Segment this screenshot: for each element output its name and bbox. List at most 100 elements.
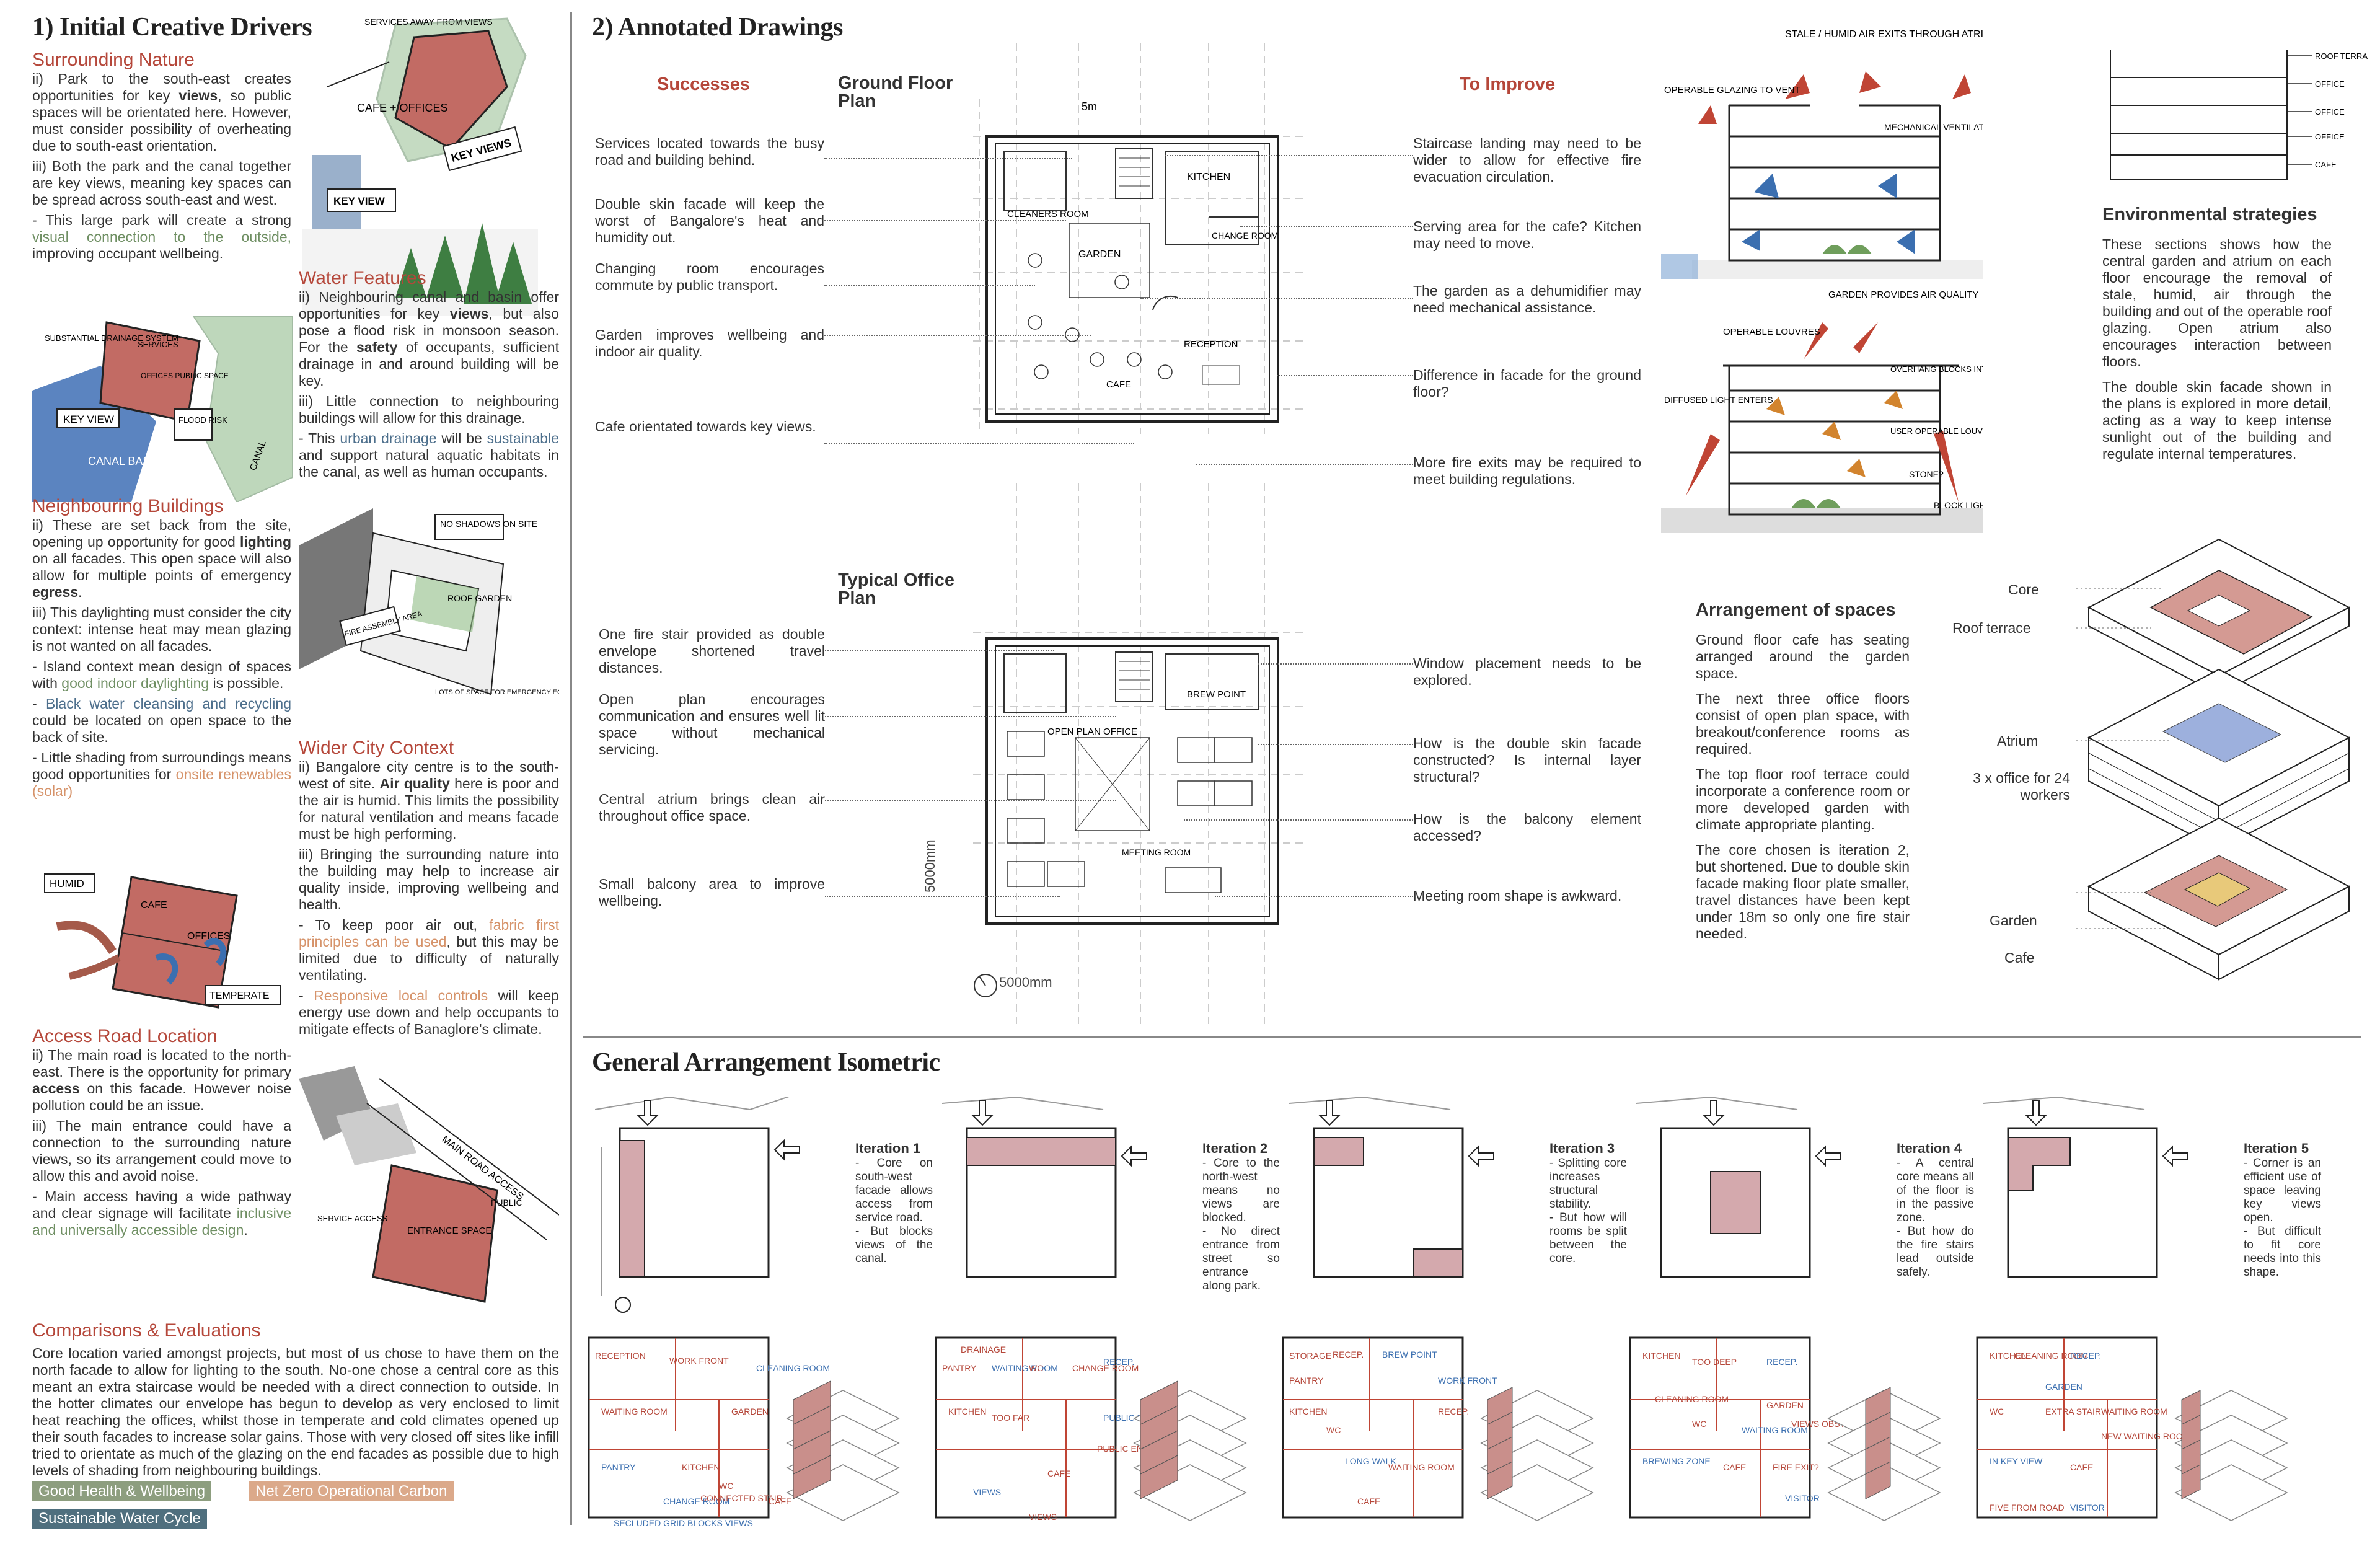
office-improve-2: How is the double skin facade constructe…: [1413, 735, 1641, 785]
drainage-sketch: KEY VIEW FLOOD RISK SUBSTANTIAL DRAINAGE…: [32, 316, 293, 502]
plan-label: CLEANING ROOM: [1655, 1394, 1729, 1404]
office-success-4: Small balcony area to improve wellbeing.: [599, 876, 825, 909]
iso-atrium-label: Atrium: [1997, 733, 2038, 749]
block-light-label: BLOCK LIGHT: [1934, 500, 1983, 510]
temperate-label: TEMPERATE: [209, 991, 270, 1001]
plan-label: CLEANING ROOM: [756, 1363, 830, 1373]
office-success-3: Central atrium brings clean air througho…: [599, 791, 825, 824]
plan-label: CAFE: [1723, 1462, 1746, 1472]
ground-success-1: Services located towards the busy road a…: [595, 135, 824, 168]
stack-floor: [2174, 1464, 2288, 1521]
plan-label: WC: [1990, 1406, 2004, 1416]
office-improve-4: Meeting room shape is awkward.: [1413, 888, 1622, 904]
plan-label: WAITING ROOM: [2101, 1406, 2167, 1416]
section-ventilation-sketch: STALE / HUMID AIR EXITS THROUGH ATRIUM O…: [1661, 29, 1983, 300]
plan-label: GARDEN: [1766, 1400, 1804, 1410]
roof-garden-label: ROOF GARDEN: [447, 593, 512, 603]
iteration-2-text: - Core to the north-west means no views …: [1202, 1157, 1280, 1292]
stone-label: STONE?: [1909, 469, 1944, 479]
surrounding-nature-text: ii) Park to the south-east creates oppor…: [32, 71, 291, 262]
iteration-2-diagram: [942, 1097, 1147, 1278]
plan-label: NEW WAITING ROOM: [2101, 1431, 2190, 1441]
wider-city-heading: Wider City Context: [299, 738, 454, 758]
diffused-light-label: DIFFUSED LIGHT ENTERS: [1664, 395, 1773, 405]
service-access-label: SERVICE ACCESS: [317, 1214, 388, 1223]
plan-label: VISITOR: [1785, 1493, 1820, 1503]
office-plan-title: Typical Office Plan: [838, 570, 955, 608]
drainage-label: SUBSTANTIAL DRAINAGE SYSTEM: [45, 333, 178, 343]
section3-title: General Arrangement Isometric: [592, 1048, 940, 1077]
office-improve-3: How is the balcony element accessed?: [1413, 811, 1641, 844]
level-cafe: CAFE: [2315, 160, 2337, 169]
plan-label: CONNECTED STAIR: [700, 1493, 783, 1503]
iso-cafe-label: Cafe: [2004, 950, 2035, 966]
surrounding-nature-heading: Surrounding Nature: [32, 50, 195, 70]
wider-city-text: ii) Bangalore city centre is to the sout…: [299, 759, 560, 1037]
arrangement-p3: The top floor roof terrace could incorpo…: [1696, 766, 1910, 832]
section-levels: ROOF TERRACE OFFICE OFFICE OFFICE CAFE: [2110, 50, 2368, 180]
water-features-text: ii) Neighbouring canal and basin offer o…: [299, 289, 559, 480]
to-improve-heading: To Improve: [1460, 74, 1556, 94]
cleaners-room-label: CLEANERS ROOM: [1007, 209, 1089, 219]
ground-floor-plan: 5m CLEANERS ROOM KITCHEN CHANGE ROOM GAR…: [973, 43, 1308, 434]
section-divider: [583, 1036, 2361, 1038]
offices-sketch-label: OFFICES: [187, 931, 230, 942]
plan-label: GARDEN: [2045, 1382, 2082, 1392]
access-sketch: MAIN ROAD ACCESS SERVICE ACCESS PUBLIC E…: [299, 1066, 559, 1303]
access-road-heading: Access Road Location: [32, 1026, 218, 1046]
plan-label: KITCHEN: [948, 1406, 986, 1416]
plan-label: VISITOR: [2070, 1503, 2105, 1512]
neighbouring-buildings-heading: Neighbouring Buildings: [32, 496, 224, 516]
stack-core: [1865, 1461, 1891, 1499]
iso-office-label: 3 x office for 24 workers: [1973, 770, 2070, 803]
plan-label: RECEP.: [1103, 1357, 1134, 1367]
env-strategies-heading: Environmental strategies: [2102, 205, 2317, 224]
plan-label: TOO FAR: [992, 1413, 1029, 1423]
plan-label: VIEWS: [1029, 1512, 1057, 1522]
arrangement-p4: The core chosen is iteration 2, but shor…: [1696, 842, 1910, 942]
plan-label: CLEANING ROOM: [2014, 1351, 2088, 1361]
plan-label: WAITING ROOM: [1742, 1425, 1808, 1435]
plan-label: WORK FRONT: [1438, 1375, 1497, 1385]
section2-title: 2) Annotated Drawings: [592, 13, 843, 42]
section1-title: 1) Initial Creative Drivers: [32, 13, 312, 42]
stack-core: [2181, 1464, 2201, 1499]
ground-floor-title: Ground Floor Plan: [838, 73, 953, 111]
iteration-1-title: Iteration 1: [855, 1141, 921, 1156]
badge-carbon: Net Zero Operational Carbon: [249, 1481, 454, 1501]
comparisons-heading: Comparisons & Evaluations: [32, 1320, 261, 1341]
comparisons-text: Core location varied amongst projects, b…: [32, 1345, 559, 1478]
ground-success-3: Changing room encourages commute by publ…: [595, 260, 824, 293]
cafe-label: CAFE: [1106, 379, 1131, 390]
arrangement-p2: The next three office floors consist of …: [1696, 691, 1910, 757]
cafe-offices-label: CAFE + OFFICES: [357, 102, 448, 114]
plan-label: TOO DEEP: [1692, 1357, 1737, 1367]
office-success-2: Open plan encourages communication and e…: [599, 691, 825, 757]
plan-label: WC: [719, 1481, 733, 1491]
egress-label: LOTS OF SPACE FOR EMERGENCY EGRESS: [435, 689, 559, 696]
iteration-plan-frame: [1976, 1336, 2158, 1519]
plan-label: VIEWS: [973, 1487, 1001, 1497]
iteration-plan-frame: [1282, 1336, 1464, 1519]
plan-label: KITCHEN: [1990, 1351, 2027, 1361]
key-view-label-2: KEY VIEW: [63, 413, 114, 425]
iteration-plan-frame: [935, 1336, 1117, 1519]
plan-label: CAFE: [2070, 1462, 2093, 1472]
plan-label: WC: [1029, 1363, 1043, 1373]
plan-label: RECEP.: [1333, 1349, 1364, 1359]
plan-label: PANTRY: [942, 1363, 977, 1373]
exploded-isometric: [2076, 538, 2351, 981]
scale-5m: 5m: [1082, 100, 1097, 113]
level-office-1: OFFICE: [2315, 79, 2345, 89]
section-louvres-sketch: OPERABLE LOUVRES OVERHANG BLOCKS INTENSE…: [1661, 322, 1983, 533]
plan-label: WORK FRONT: [669, 1356, 729, 1366]
iteration-plan-frame: [1629, 1336, 1811, 1519]
plan-label: CHANGE ROOM: [663, 1496, 729, 1506]
main-divider: [570, 12, 572, 1525]
iteration-3-text: - Splitting core increases structural st…: [1549, 1157, 1627, 1265]
site-views-sketch: KEY VIEWS CAFE + OFFICES SERVICES AWAY F…: [302, 17, 538, 316]
overhang-label: OVERHANG BLOCKS INTENSE LIGHT: [1890, 364, 1983, 374]
user-louvres-label: USER OPERABLE LOUVRES: [1890, 426, 1983, 436]
plan-label: GARDEN: [731, 1406, 769, 1416]
